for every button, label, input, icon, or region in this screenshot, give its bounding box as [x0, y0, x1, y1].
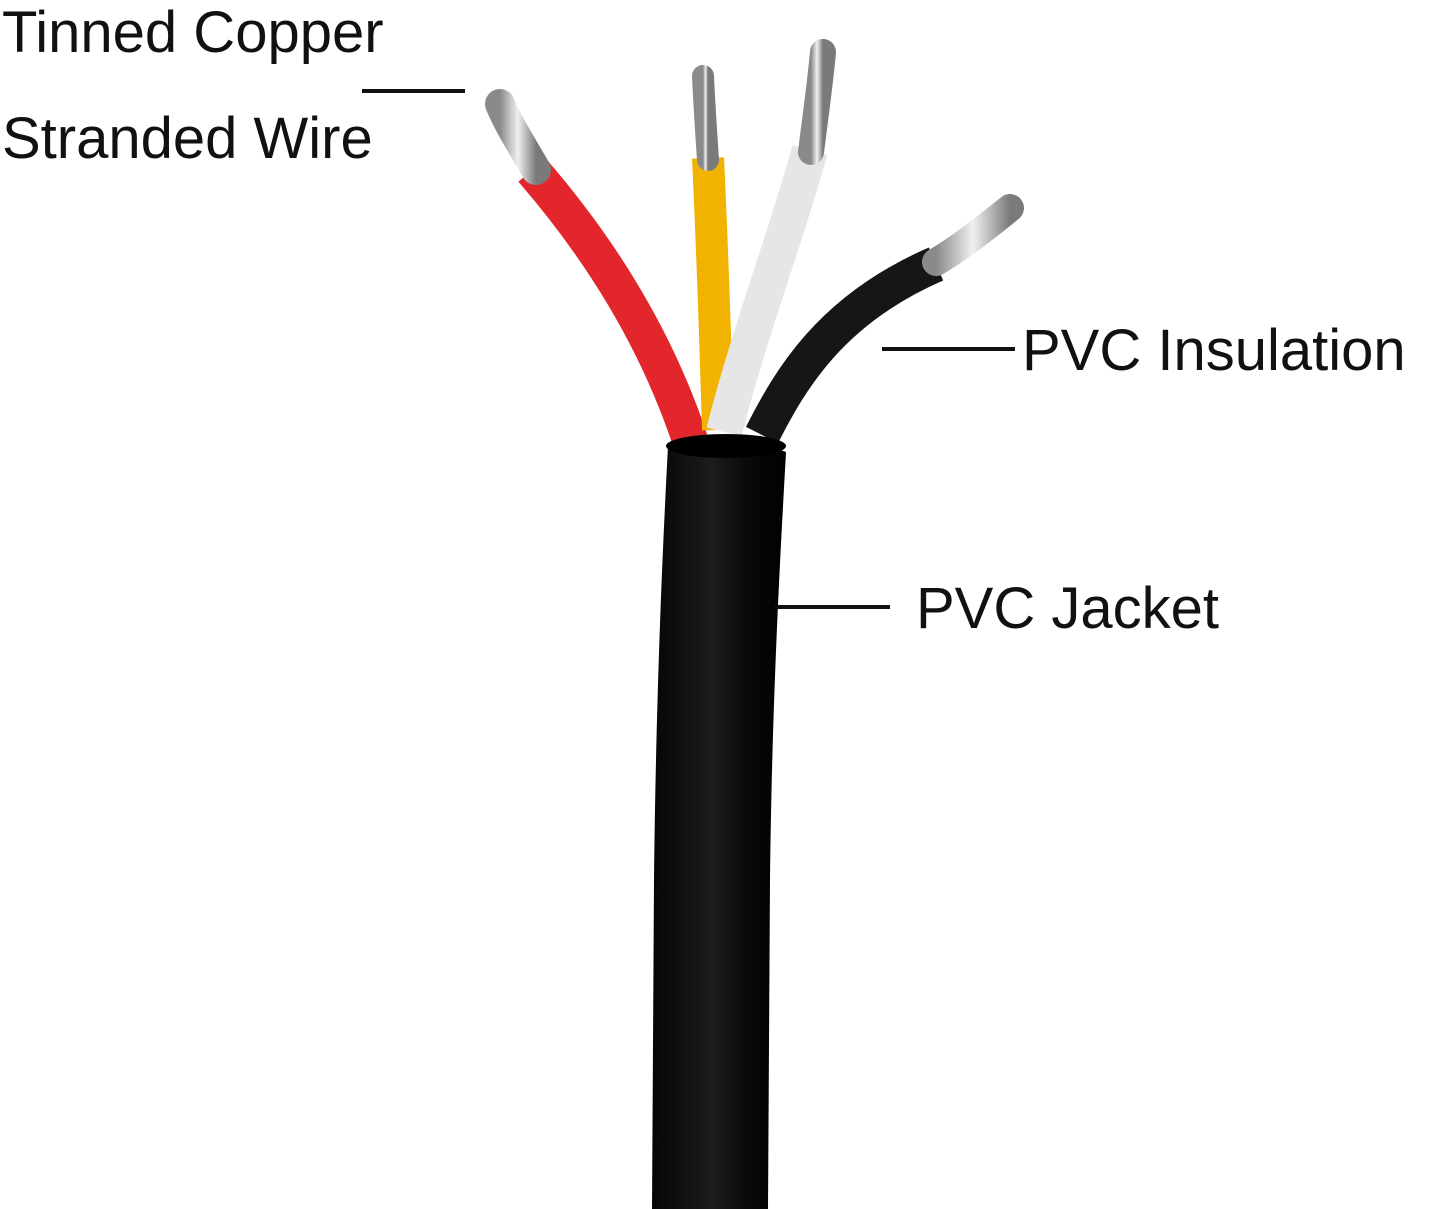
wire-black-insulation [745, 247, 944, 444]
wire-red [485, 89, 708, 446]
wire-yellow-insulation [692, 157, 734, 431]
wire-yellow-conductor [692, 65, 719, 171]
label-pvc-jacket: PVC Jacket [916, 576, 1219, 641]
wire-red-insulation [518, 158, 708, 446]
label-pvc-insulation: PVC Insulation [1022, 318, 1406, 383]
wire-yellow [692, 65, 734, 431]
pvc-jacket [652, 434, 786, 1209]
label-tinned-copper: Tinned Copper [2, 0, 384, 65]
wire-white-insulation [706, 145, 828, 437]
wire-black-conductor [922, 194, 1024, 276]
wire-white-conductor [798, 39, 836, 165]
jacket-body [652, 438, 786, 1209]
wire-red-conductor [485, 89, 551, 185]
label-stranded-wire: Stranded Wire [2, 106, 373, 171]
wire-black [745, 194, 1024, 444]
jacket-opening [666, 434, 786, 458]
wire-white [706, 39, 836, 437]
